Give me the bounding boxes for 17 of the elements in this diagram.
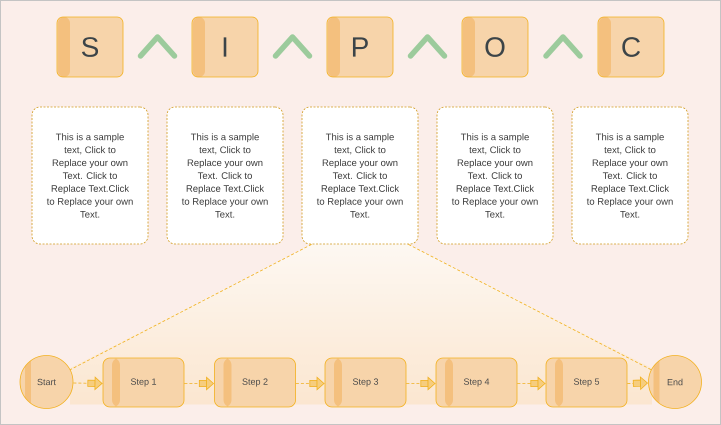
dashed-line: [408, 244, 652, 370]
letter-box: P: [326, 16, 394, 78]
process-box: Step 5: [546, 358, 628, 408]
process-box: Step 3: [324, 358, 406, 408]
process-box: Step 2: [214, 358, 296, 408]
process-box: Step 4: [436, 358, 518, 408]
text-box: This is a sample text, Click to Replace your own Text. Click to Replace Text.Click to Replace your own Text.: [166, 106, 284, 244]
process-box: Step 1: [102, 358, 184, 408]
text-box: This is a sample text, Click to Replace your own Text. Click to Replace Text.Click to Replace your own Text.: [32, 106, 148, 244]
text-box: This is a sample text, Click to Replace your own Text. Click to Replace Text.Click to Replace your own Text.: [302, 106, 418, 244]
dashed-line: [70, 244, 312, 370]
letter-box: O: [462, 16, 528, 78]
letter-box: I: [192, 16, 258, 78]
text-box: This is a sample text, Click to Replace your own Text. Click to Replace Text.Click to Replace your own Text.: [436, 106, 554, 244]
letter-box: C: [598, 16, 664, 78]
text-box: This is a sample text, Click to Replace your own Text. Click to Replace Text.Click to Replace your own Text.: [572, 106, 688, 244]
letter-box: S: [56, 16, 124, 78]
